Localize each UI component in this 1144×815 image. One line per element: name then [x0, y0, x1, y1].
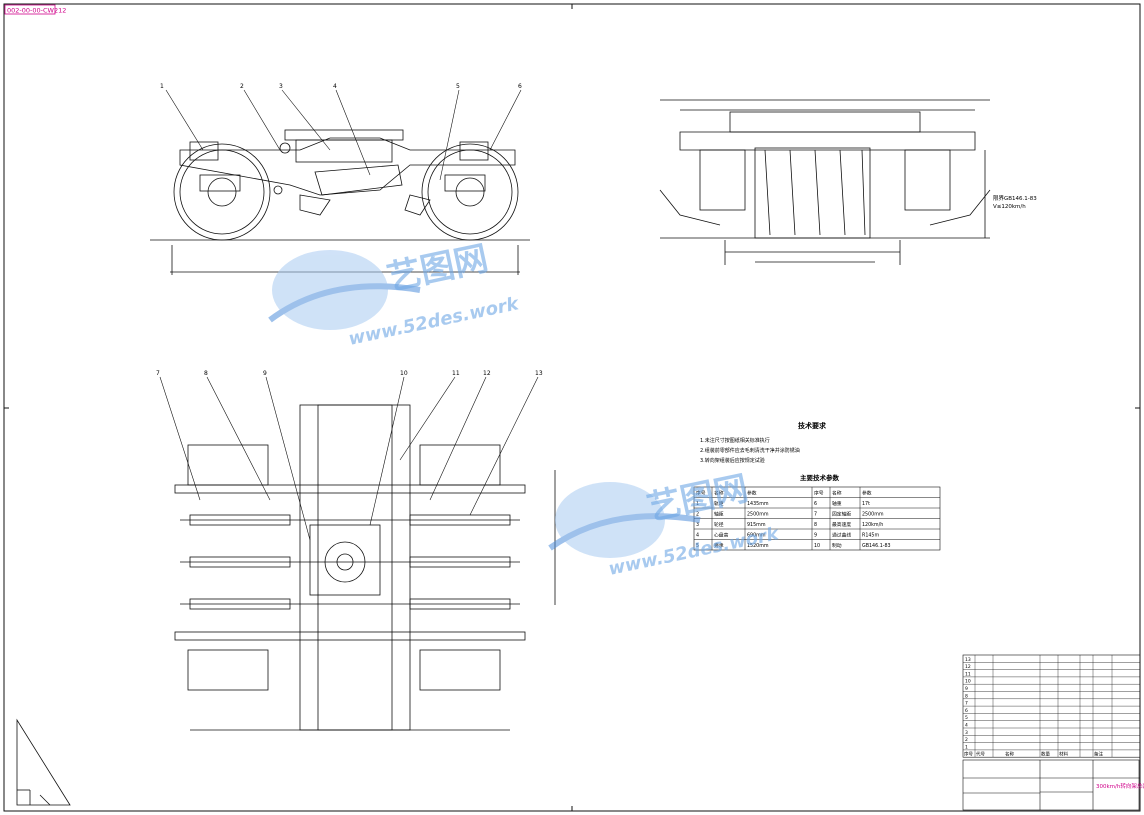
- params-cell: 轴重: [832, 500, 842, 507]
- end-view: [659, 99, 991, 265]
- watermark-1: [268, 250, 421, 330]
- params-cell: 5: [696, 543, 699, 549]
- params-cell: 固定轴距: [832, 511, 851, 518]
- params-cell: 120km/h: [862, 522, 883, 528]
- params-cell: 轴距: [714, 511, 724, 518]
- params-cell: 2500mm: [747, 512, 769, 518]
- balloon-12: 12: [483, 370, 491, 377]
- params-header-cell: 序号: [696, 490, 706, 497]
- params-cell: 心盘高: [714, 532, 729, 539]
- code-stamp: 002-00-00-CW212: [7, 7, 66, 15]
- bom-row-number: 9: [965, 686, 968, 692]
- balloon-8: 8: [204, 370, 208, 377]
- balloon-13: 13: [535, 370, 543, 377]
- balloon-9: 9: [263, 370, 267, 377]
- bom-row-number: 3: [965, 730, 968, 736]
- watermark-cn-1: 艺图网: [384, 238, 492, 298]
- title-block-name: 300km/h转向架总装配图: [1096, 782, 1144, 790]
- balloons-bottom: [159, 376, 539, 541]
- params-cell: 轮径: [714, 521, 724, 528]
- params-header-cell: 名称: [832, 490, 842, 497]
- balloon-7: 7: [156, 370, 160, 377]
- params-cell: 2500mm: [862, 512, 884, 518]
- params-cell: 2: [696, 512, 699, 518]
- params-cell: 1435mm: [747, 501, 769, 507]
- balloon-2: 2: [240, 83, 244, 90]
- params-cell: 17t: [862, 501, 870, 507]
- params-cell: 制动: [832, 542, 842, 549]
- plan-view: [174, 404, 556, 731]
- bom-header-cell: 代号: [976, 751, 985, 758]
- bom-row-number: 5: [965, 715, 968, 721]
- title-block: [962, 759, 1140, 811]
- bom-table: 131211 1098 765 4321序号代号 名称 数量 材料 备注: [962, 654, 1141, 758]
- params-header-cell: 参数: [862, 490, 872, 497]
- tech-requirements-title: 技术要求: [798, 421, 827, 430]
- bom-row-number: 12: [965, 664, 971, 670]
- tech-line-2: 2.组装前零部件应去毛刺清洗干净并涂防锈油: [700, 447, 800, 454]
- bom-header-cell: 名称: [1005, 751, 1014, 758]
- reference-triangle: [16, 718, 71, 806]
- params-cell: 轨距: [714, 500, 724, 507]
- balloon-11: 11: [452, 370, 460, 377]
- params-cell: 690mm: [747, 533, 766, 539]
- tech-line-1: 1.未注尺寸按图纸相关标准执行: [700, 437, 770, 444]
- balloon-5: 5: [456, 83, 460, 90]
- balloon-3: 3: [279, 83, 283, 90]
- bom-row-number: 11: [965, 671, 971, 677]
- params-cell: 8: [814, 522, 817, 528]
- bom-row-number: 4: [965, 723, 968, 729]
- params-header-cell: 参数: [747, 490, 757, 497]
- bom-header-cell: 数量: [1041, 751, 1050, 758]
- bom-header-cell: 材料: [1059, 751, 1068, 758]
- tech-line-3: 3.转向架组装后应按规定试验: [700, 457, 765, 464]
- bom-row-number: 7: [965, 701, 968, 707]
- sheet-border: [3, 3, 1141, 812]
- params-cell: 4: [696, 533, 699, 539]
- bom-row-number: 6: [965, 708, 968, 714]
- params-header-cell: 名称: [714, 490, 724, 497]
- right-note-2: V≤120km/h: [993, 204, 1026, 210]
- bom-row-number: 8: [965, 693, 968, 699]
- params-cell: 1: [696, 501, 699, 507]
- params-table: 序号 名称 参数 序号 名称 参数 1 轨距 1435mm 6 轴重 17t 2 轴距 2500mm 7 固定轴…: [693, 486, 941, 551]
- params-cell: R145m: [862, 533, 879, 539]
- params-cell: GB146.1-83: [862, 543, 891, 549]
- bom-header-cell: 序号: [964, 751, 973, 758]
- balloon-1: 1: [160, 83, 164, 90]
- params-cell: 通过曲线: [832, 532, 851, 539]
- balloon-10: 10: [400, 370, 408, 377]
- balloons-top: [165, 89, 522, 181]
- bom-row-number: 1: [965, 744, 968, 750]
- params-cell: 旁承: [714, 542, 724, 549]
- params-cell: 最高速度: [832, 521, 851, 528]
- bom-row-number: 2: [965, 737, 968, 743]
- params-header-cell: 序号: [814, 490, 824, 497]
- balloon-6: 6: [518, 83, 522, 90]
- params-title: 主要技术参数: [800, 473, 840, 482]
- code-stamp-box: [4, 4, 56, 15]
- params-cell: 6: [814, 501, 817, 507]
- params-cell: 9: [814, 533, 817, 539]
- watermark-2: [548, 482, 701, 558]
- right-note-1: 限界GB146.1-83: [993, 194, 1037, 202]
- params-cell: 915mm: [747, 522, 766, 528]
- bom-header-cell: 备注: [1094, 751, 1103, 758]
- params-cell: 1520mm: [747, 543, 769, 549]
- params-cell: 10: [814, 543, 820, 549]
- params-cell: 3: [696, 522, 699, 528]
- balloon-4: 4: [333, 83, 337, 90]
- bom-row-number: 13: [965, 657, 971, 663]
- bom-row-number: 10: [965, 679, 971, 685]
- side-view: [150, 129, 530, 275]
- params-cell: 7: [814, 512, 817, 518]
